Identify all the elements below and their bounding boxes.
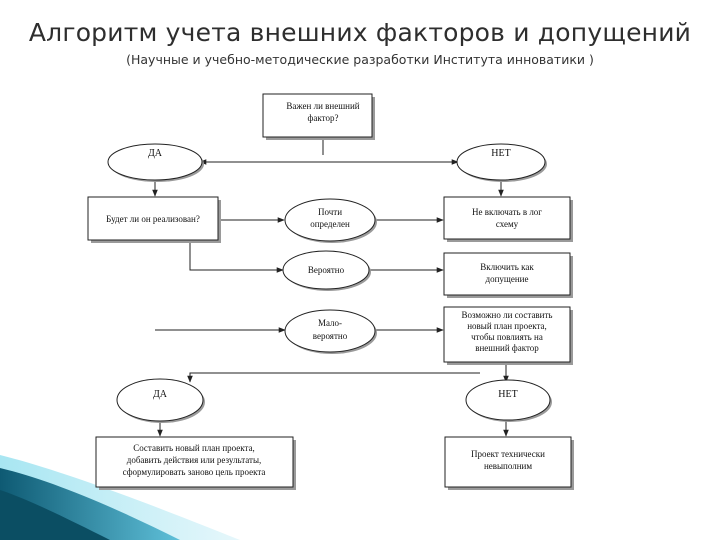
- svg-text:внешний фактор: внешний фактор: [475, 343, 539, 353]
- svg-text:новый план проекта,: новый план проекта,: [467, 321, 547, 331]
- svg-text:НЕТ: НЕТ: [491, 148, 510, 159]
- svg-text:ДА: ДА: [153, 389, 168, 400]
- svg-text:НЕТ: НЕТ: [498, 389, 517, 400]
- svg-text:Почти: Почти: [318, 207, 342, 217]
- svg-text:Мало-: Мало-: [318, 318, 342, 328]
- slide-title: Алгоритм учета внешних факторов и допуще…: [28, 18, 692, 47]
- node-yes-bottom: ДА: [116, 378, 205, 423]
- svg-text:Проект технически: Проект технически: [471, 449, 545, 459]
- node-no-top: НЕТ: [456, 143, 547, 182]
- svg-text:схему: схему: [496, 219, 519, 229]
- node-almost-certain: Почти определен: [284, 198, 377, 243]
- node-exclude-from-logframe: Не включать в лог схему: [443, 196, 573, 242]
- svg-text:Возможно ли составить: Возможно ли составить: [461, 310, 552, 320]
- decorative-swoosh: [0, 455, 240, 540]
- node-make-new-plan: Составить новый план проекта, добавить д…: [95, 436, 296, 490]
- node-yes-top: ДА: [107, 143, 204, 182]
- svg-text:Будет ли он реализован?: Будет ли он реализован?: [106, 214, 200, 224]
- svg-text:фактор?: фактор?: [308, 113, 339, 123]
- svg-text:сформулировать заново цель про: сформулировать заново цель проекта: [123, 467, 266, 477]
- svg-text:Вероятно: Вероятно: [308, 265, 345, 275]
- node-unlikely: Мало- вероятно: [284, 309, 377, 354]
- node-include-as-assumption: Включить как допущение: [443, 252, 573, 298]
- svg-text:чтобы повлиять на: чтобы повлиять на: [471, 332, 543, 342]
- svg-text:невыполним: невыполним: [484, 461, 532, 471]
- svg-text:ДА: ДА: [148, 148, 163, 159]
- svg-text:добавить действия или результа: добавить действия или результаты,: [127, 455, 262, 465]
- node-no-bottom: НЕТ: [465, 379, 552, 422]
- svg-text:определен: определен: [310, 219, 350, 229]
- connectors: [152, 138, 509, 437]
- node-is-factor-important: Важен ли внешний фактор?: [262, 93, 375, 140]
- slide-subtitle: (Научные и учебно-методические разработк…: [126, 52, 594, 67]
- svg-text:Составить новый план проекта,: Составить новый план проекта,: [133, 443, 255, 453]
- node-will-it-be-realized: Будет ли он реализован?: [87, 196, 221, 243]
- svg-text:Важен ли внешний: Важен ли внешний: [286, 101, 359, 111]
- svg-text:Включить как: Включить как: [480, 262, 534, 272]
- svg-text:Не включать в лог: Не включать в лог: [472, 207, 542, 217]
- node-probable: Вероятно: [282, 250, 371, 291]
- node-can-new-plan-be-made: Возможно ли составить новый план проекта…: [443, 306, 573, 365]
- svg-text:вероятно: вероятно: [313, 331, 348, 341]
- node-project-infeasible: Проект технически невыполним: [444, 436, 574, 490]
- svg-text:допущение: допущение: [486, 274, 529, 284]
